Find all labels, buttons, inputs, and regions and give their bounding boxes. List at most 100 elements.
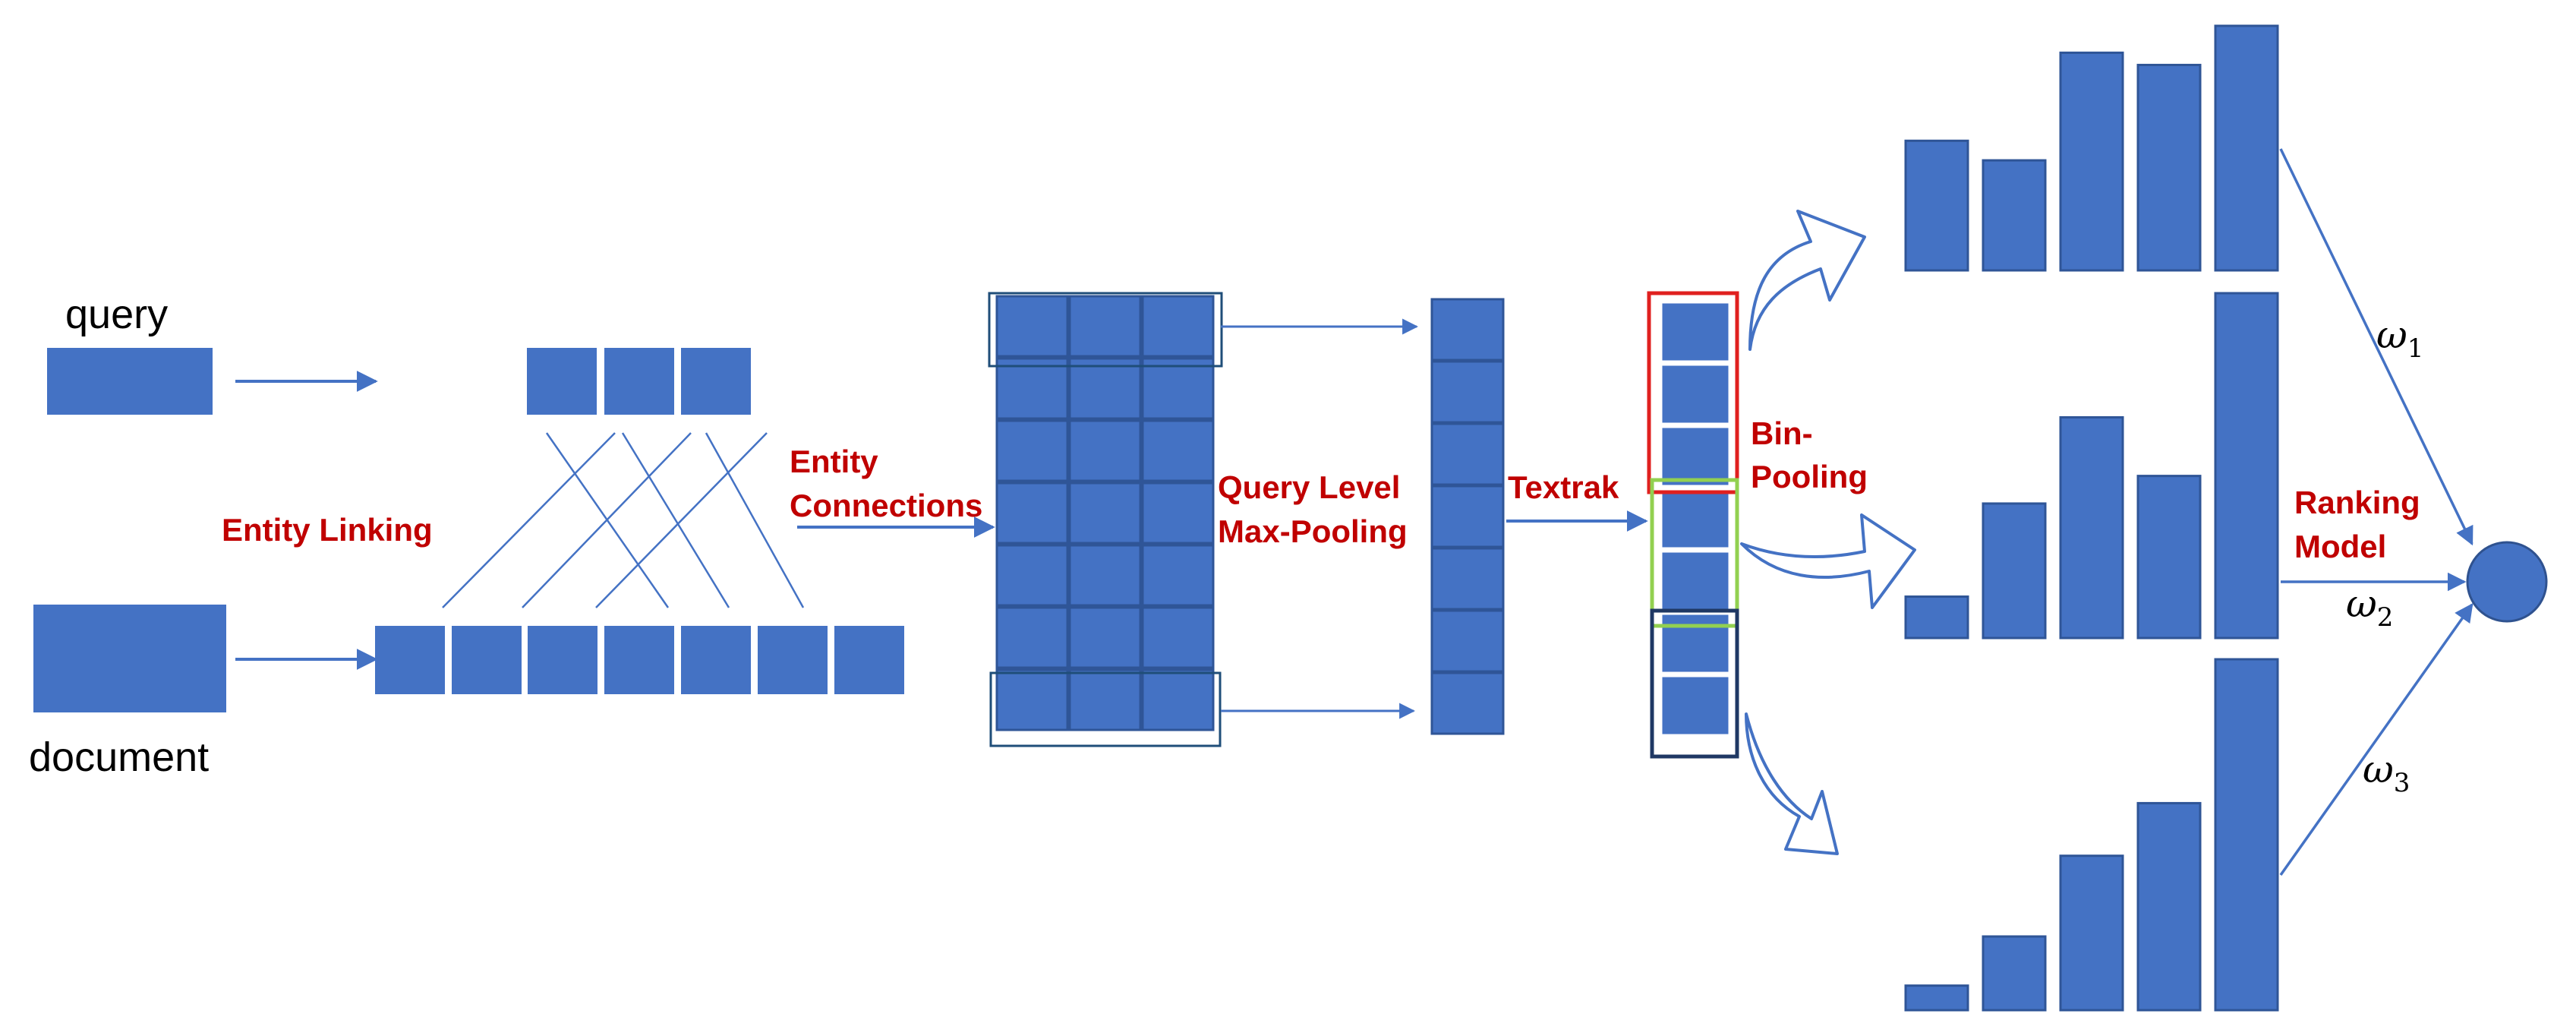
document-entity <box>528 626 597 694</box>
histogram-bar <box>1982 502 2047 640</box>
bin-frame-green <box>1650 478 1739 628</box>
histogram-bar <box>2214 658 2279 1012</box>
entity-link <box>442 432 616 608</box>
query-entity <box>604 348 674 415</box>
weight-arrow-1 <box>2279 148 2474 546</box>
matrix-cell <box>1068 482 1142 545</box>
histogram-bar <box>1904 984 1969 1012</box>
textrak-cell <box>1660 674 1731 737</box>
matrix-cell <box>1068 544 1142 607</box>
document-label: document <box>29 734 209 780</box>
histogram-1 <box>1904 24 2279 272</box>
histogram-bar <box>2059 51 2124 272</box>
matrix-bottom-row-frame <box>989 671 1222 747</box>
textrak-vector <box>1660 301 1731 737</box>
entity-link <box>595 432 768 608</box>
histogram-3 <box>1904 658 2279 1012</box>
textrak-cell <box>1660 488 1731 550</box>
histogram-bar <box>1982 159 2047 272</box>
textrak-label: Textrak <box>1508 469 1619 505</box>
entity-connections-label-line2: Connections <box>790 488 982 523</box>
histogram-bar <box>1904 595 1969 640</box>
histogram-2 <box>1904 292 2279 640</box>
matrix-cell <box>995 295 1069 358</box>
entity-link <box>705 432 805 608</box>
histogram-bar <box>2214 24 2279 272</box>
entity-link <box>545 432 670 608</box>
bin-pooling-label-line2: Pooling <box>1751 459 1868 494</box>
bin-frame-dark <box>1650 608 1739 759</box>
textrak-cell <box>1660 425 1731 488</box>
matrix-cell <box>1141 357 1215 420</box>
entity-link-lines <box>442 432 805 608</box>
document-entity <box>452 626 522 694</box>
curved-arrow-lower <box>1745 712 1839 855</box>
query-level-label-line2: Max-Pooling <box>1218 513 1408 549</box>
textrak-cell <box>1660 550 1731 612</box>
query-level-label-line1: Query Level <box>1218 469 1400 505</box>
query-label: query <box>65 292 168 337</box>
matrix-cell <box>995 544 1069 607</box>
pooled-cell <box>1430 422 1505 486</box>
matrix-cell <box>1141 482 1215 545</box>
histogram-bar <box>2136 64 2202 272</box>
entity-linking-label: Entity Linking <box>222 512 433 548</box>
pooled-cell <box>1430 360 1505 424</box>
omega-1-label: ω1 <box>2376 313 2423 364</box>
ranking-model-label-line2: Model <box>2294 529 2386 564</box>
matrix-cell <box>1141 295 1215 358</box>
matrix-cell <box>1068 606 1142 669</box>
histogram-bar <box>1982 935 2047 1012</box>
matrix-cell <box>995 606 1069 669</box>
matrix-cell <box>1141 606 1215 669</box>
omega-2-label: ω2 <box>2346 582 2393 633</box>
histogram-bar <box>2214 292 2279 640</box>
document-entity <box>375 626 445 694</box>
document-entity <box>758 626 828 694</box>
textrak-cell <box>1660 301 1731 363</box>
matrix-cell <box>1068 419 1142 482</box>
curved-arrow-upper <box>1748 210 1866 351</box>
query-entity <box>527 348 597 415</box>
query-block <box>47 348 213 415</box>
bin-pooling-label-line1: Bin- <box>1751 415 1813 451</box>
connection-matrix <box>995 295 1215 731</box>
matrix-cell <box>1068 357 1142 420</box>
matrix-cell <box>1141 419 1215 482</box>
textrak-cell <box>1660 612 1731 674</box>
weight-arrow-3 <box>2279 603 2474 876</box>
matrix-cell <box>995 357 1069 420</box>
entity-link <box>621 432 730 608</box>
histogram-bar <box>2136 801 2202 1012</box>
pooled-cell <box>1430 298 1505 362</box>
ranking-model-label-line1: Ranking <box>2294 485 2420 520</box>
document-entity <box>834 626 904 694</box>
pooled-cell <box>1430 609 1505 673</box>
document-entity <box>681 626 751 694</box>
histogram-bar <box>2136 475 2202 640</box>
histogram-bar <box>2059 415 2124 640</box>
document-entity <box>604 626 674 694</box>
histogram-bar <box>2059 854 2124 1012</box>
entity-connections-label-line1: Entity <box>790 444 878 479</box>
matrix-cell <box>1068 668 1142 731</box>
matrix-cell <box>995 482 1069 545</box>
pooled-cell <box>1430 485 1505 548</box>
curved-arrow-middle <box>1740 513 1916 609</box>
omega-3-label: ω3 <box>2363 747 2410 798</box>
matrix-cell <box>1141 544 1215 607</box>
query-entity-blocks <box>527 348 751 415</box>
textrak-cell <box>1660 363 1731 425</box>
query-entity <box>681 348 751 415</box>
matrix-cell <box>995 668 1069 731</box>
matrix-cell <box>1068 295 1142 358</box>
pooled-cell <box>1430 671 1505 735</box>
bin-frame-red <box>1647 291 1739 494</box>
document-block <box>33 605 226 712</box>
pooled-cell <box>1430 547 1505 611</box>
matrix-top-row-frame <box>988 292 1223 368</box>
histogram-bar <box>1904 139 1969 272</box>
matrix-cell <box>1141 668 1215 731</box>
ranking-score-node <box>2466 541 2548 623</box>
